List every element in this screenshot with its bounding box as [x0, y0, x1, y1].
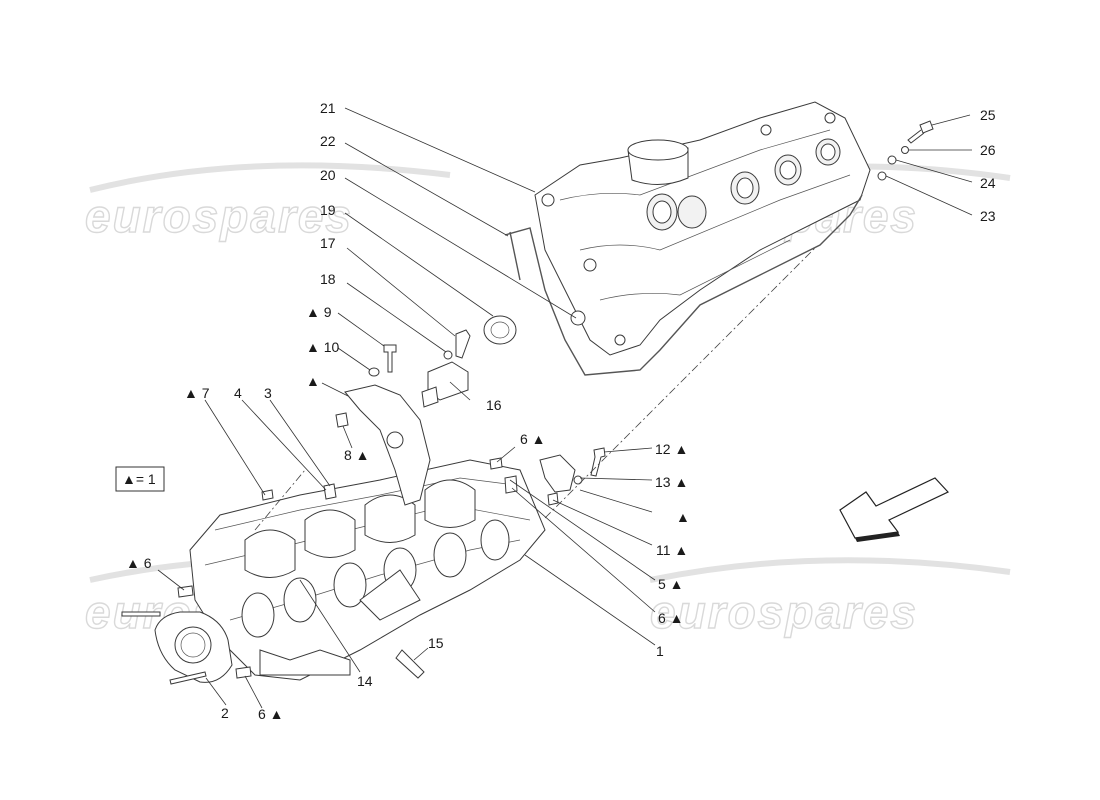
callout-6-bottom: 6 ▲ [258, 706, 284, 722]
callout-25: 25 [980, 107, 996, 123]
legend-box [115, 466, 165, 492]
legend: ▲= 1 [115, 466, 165, 492]
watermark-top-left: eurospares [85, 190, 353, 242]
callout-19: 19 [320, 202, 336, 218]
callout-6-right: 6 ▲ [658, 610, 684, 626]
legend-text: ▲= 1 [122, 471, 156, 487]
callout-8: 8 ▲ [344, 447, 370, 463]
cover-gasket-part [504, 194, 863, 376]
callout-3: 3 [264, 385, 272, 401]
callout-13: 13 ▲ [655, 474, 688, 490]
callout-26: 26 [980, 142, 996, 158]
callout-7: ▲ 7 [184, 385, 210, 401]
direction-arrow-shadow [855, 532, 900, 542]
direction-arrow-icon [839, 477, 949, 539]
callout-labels: 1 2 3 4 5 ▲ ▲ 6 6 ▲ 6 ▲ 6 ▲ ▲ 7 8 ▲ ▲ 9 … [126, 100, 996, 722]
valve-cover-part [534, 101, 871, 356]
watermark-bottom-right: eurospares [650, 586, 918, 638]
watermark-swoosh [89, 162, 451, 193]
callout-6-center: 6 ▲ [520, 431, 546, 447]
callout-11: 11 ▲ [656, 542, 688, 558]
callout-18: 18 [320, 271, 336, 287]
callout-17: 17 [320, 235, 336, 251]
callout-5: 5 ▲ [658, 576, 684, 592]
callout-23: 23 [980, 208, 996, 224]
callout-24: 24 [980, 175, 996, 191]
bolts-and-fittings [177, 120, 934, 679]
callout-10: ▲ 10 [306, 339, 340, 355]
callout-15: 15 [428, 635, 444, 651]
callout-triangle-unlabeled: ▲ [306, 373, 320, 389]
camshaft-cap-part [344, 384, 576, 506]
watermark-swoosh [649, 557, 1011, 583]
callout-1: 1 [656, 643, 664, 659]
callout-9: ▲ 9 [306, 304, 332, 320]
callout-12: 12 ▲ [655, 441, 688, 457]
leader-lines [157, 107, 973, 709]
callout-4: 4 [234, 385, 242, 401]
cylinder-head-part [189, 459, 546, 681]
callout-22: 22 [320, 133, 336, 149]
callout-2: 2 [221, 705, 229, 721]
assembly-centerline [254, 469, 306, 531]
callout-20: 20 [320, 167, 336, 183]
callout-16: 16 [486, 397, 502, 413]
callout-14: 14 [357, 673, 373, 689]
head-gasket-part [121, 611, 233, 685]
callout-6-left: ▲ 6 [126, 555, 152, 571]
callout-triangle-unlabeled: ▲ [676, 509, 690, 525]
callout-21: 21 [320, 100, 336, 116]
